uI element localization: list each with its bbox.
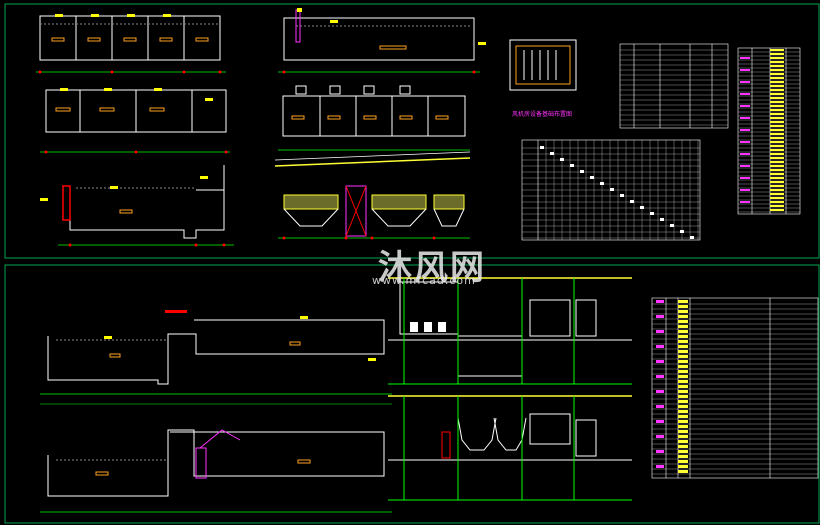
tank-section-c [69,165,225,239]
watermark-text: 沐风网 [378,248,486,288]
lower-building-section-a [388,277,632,385]
equipment-plan-title: 风机房设备基础布置图 [512,110,572,118]
multi-cell-tank-section [282,95,466,137]
lower-section-a [47,319,385,385]
lower-building-section-b [388,395,632,501]
hopper-section [274,151,471,240]
long-tank-section [283,17,475,61]
lower-section-b [47,429,385,497]
watermark-url: www.mfcad.com [372,274,476,287]
tank-section-a-equipment [51,37,209,42]
tank-section-b [45,89,227,133]
upper-drawing-frame [4,3,820,259]
equipment-schedule-table [619,43,729,129]
equipment-plan [509,39,577,91]
lower-drawing-frame [4,264,820,524]
